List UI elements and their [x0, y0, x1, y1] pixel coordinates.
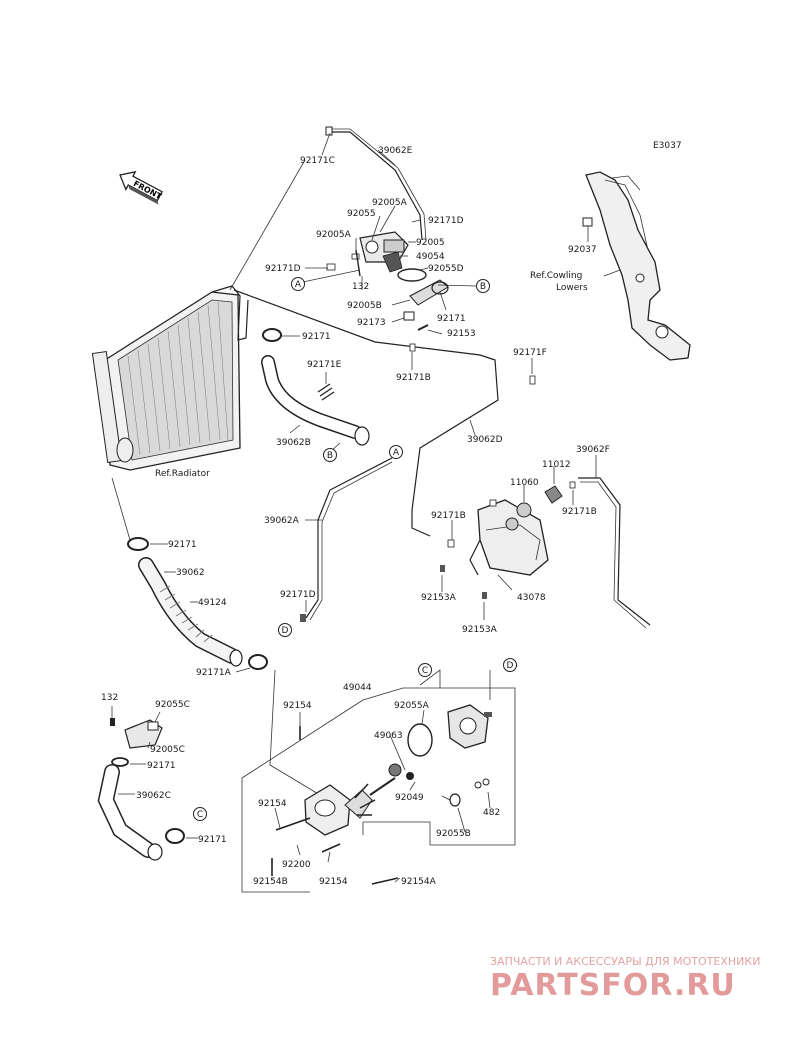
- label-92171D-top: 92171D: [428, 216, 464, 226]
- label-49124: 49124: [198, 598, 227, 608]
- label-92171D-low: 92171D: [280, 590, 316, 600]
- label-92171B-tank: 92171B: [431, 511, 466, 521]
- ref-cowling-line1: Ref.Cowling: [530, 271, 582, 281]
- label-11012: 11012: [542, 460, 571, 470]
- svg-text:B: B: [327, 451, 333, 461]
- label-39062B: 39062B: [276, 438, 311, 448]
- svg-text:D: D: [282, 626, 289, 636]
- label-39062: 39062: [176, 568, 205, 578]
- cowling-bracket: [585, 171, 691, 361]
- marker-c-low: C: [193, 807, 207, 821]
- watermark-brand: PARTSFOR.RU: [490, 968, 736, 1003]
- label-92055D: 92055D: [428, 264, 464, 274]
- diagram-code: E3037: [653, 141, 682, 151]
- label-92171B-mid: 92171B: [396, 373, 431, 383]
- label-92005: 92005: [416, 238, 445, 248]
- reservoir-tank: [440, 499, 549, 599]
- label-132-low: 132: [101, 693, 118, 703]
- label-92154-bot: 92154: [319, 877, 348, 887]
- label-49054: 49054: [416, 252, 445, 262]
- marker-b-top: B: [476, 279, 490, 293]
- label-92037: 92037: [568, 245, 597, 255]
- label-11060: 11060: [510, 478, 539, 488]
- ref-cowling-line2: Lowers: [556, 283, 588, 293]
- label-92173: 92173: [357, 318, 386, 328]
- label-92171-low1: 92171: [147, 761, 176, 771]
- label-92153A-1: 92153A: [421, 593, 457, 603]
- front-arrow-icon: FRONT: [119, 170, 163, 205]
- watermark-tagline: ЗАПЧАСТИ И АКСЕССУАРЫ ДЛЯ МОТОТЕХНИКИ: [490, 955, 760, 968]
- label-39062D: 39062D: [467, 435, 503, 445]
- hose-39062F: [578, 477, 651, 626]
- label-39062F: 39062F: [576, 445, 610, 455]
- label-92171-mid: 92171: [437, 314, 466, 324]
- label-92154B: 92154B: [253, 877, 288, 887]
- label-49063: 49063: [374, 731, 403, 741]
- svg-text:B: B: [480, 282, 486, 292]
- label-39062C: 39062C: [136, 791, 171, 801]
- label-92171A: 92171A: [196, 668, 232, 678]
- label-92200: 92200: [282, 860, 311, 870]
- label-92171-hose: 92171: [168, 540, 197, 550]
- svg-text:C: C: [422, 666, 428, 676]
- label-39062E: 39062E: [378, 146, 413, 156]
- label-92153A-2: 92153A: [462, 625, 498, 635]
- radiator: [91, 285, 249, 471]
- label-92171F: 92171F: [513, 348, 547, 358]
- label-92171E: 92171E: [307, 360, 342, 370]
- marker-a-top: A: [291, 277, 305, 291]
- label-92171-low2: 92171: [198, 835, 227, 845]
- svg-text:A: A: [295, 280, 302, 290]
- label-92055A: 92055A: [394, 701, 430, 711]
- label-92005A-top: 92005A: [372, 198, 408, 208]
- hose-39062E: [330, 131, 423, 241]
- label-92055: 92055: [347, 209, 376, 219]
- label-92005C: 92005C: [150, 745, 185, 755]
- label-92171-rad: 92171: [302, 332, 331, 342]
- thermostat-housing: [326, 231, 449, 331]
- water-pump: [304, 704, 492, 836]
- ref-radiator: Ref.Radiator: [155, 469, 210, 479]
- svg-text:D: D: [507, 661, 514, 671]
- label-92171B-right: 92171B: [562, 507, 597, 517]
- label-482: 482: [483, 808, 500, 818]
- marker-a-hose: A: [389, 445, 403, 459]
- label-92154-top: 92154: [283, 701, 312, 711]
- label-92055C: 92055C: [155, 700, 190, 710]
- label-92171D-left: 92171D: [265, 264, 301, 274]
- label-92171C: 92171C: [300, 156, 335, 166]
- label-92153: 92153: [447, 329, 476, 339]
- label-92005A-left: 92005A: [316, 230, 352, 240]
- svg-text:A: A: [393, 448, 400, 458]
- marker-c-pump: C: [418, 663, 432, 677]
- marker-d-pump: D: [503, 658, 517, 672]
- label-92005B: 92005B: [347, 301, 382, 311]
- marker-d-left: D: [278, 623, 292, 637]
- label-43078: 43078: [517, 593, 546, 603]
- marker-b-hose: B: [323, 448, 337, 462]
- label-49044: 49044: [343, 683, 372, 693]
- label-92049: 92049: [395, 793, 424, 803]
- svg-text:C: C: [197, 810, 203, 820]
- hose-39062A: [305, 457, 393, 619]
- label-92154A: 92154A: [401, 877, 437, 887]
- label-92154-mid: 92154: [258, 799, 287, 809]
- label-39062A: 39062A: [264, 516, 300, 526]
- label-92055B: 92055B: [436, 829, 471, 839]
- label-132-top: 132: [352, 282, 369, 292]
